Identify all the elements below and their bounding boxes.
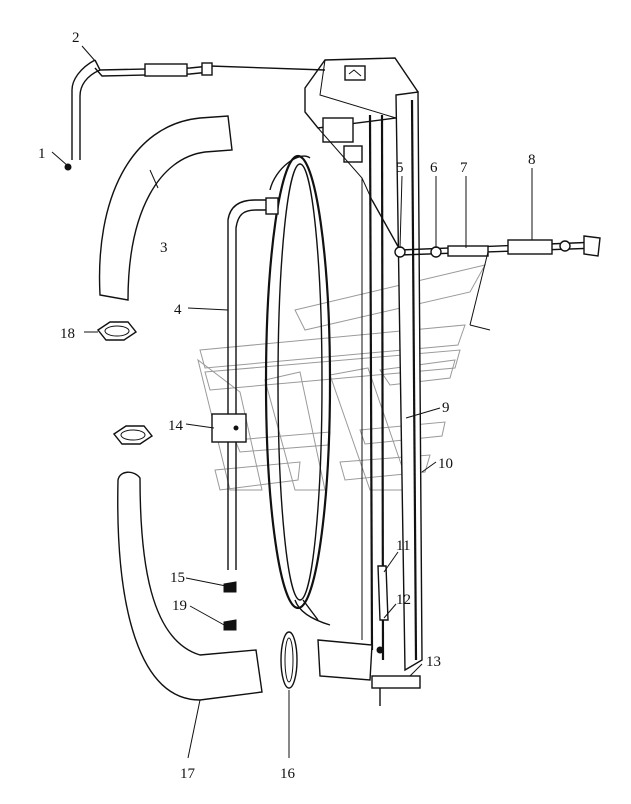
- callout-18: 18: [60, 326, 75, 342]
- upper-hose-clamp: [96, 321, 138, 341]
- callout-13: 13: [426, 654, 441, 670]
- pipe-bracket: [211, 413, 247, 443]
- hose-end-clamp: [64, 163, 72, 171]
- sensor-nut: [394, 246, 406, 258]
- callout-9: 9: [442, 400, 450, 416]
- callout-labels: 1 2 3 4 5 6 7 8 9 10 11 12 13 14 15 16 1…: [38, 30, 536, 782]
- callout-15: 15: [170, 570, 185, 586]
- callout-7: 7: [460, 160, 468, 176]
- callout-4: 4: [174, 302, 182, 318]
- hose-sleeve: [144, 63, 188, 77]
- callout-19: 19: [172, 598, 187, 614]
- bolt-15: [223, 581, 237, 593]
- leader-lines: [51, 45, 533, 759]
- callout-17: 17: [180, 766, 196, 782]
- callout-5: 5: [396, 160, 404, 176]
- upper-hose: [98, 115, 233, 301]
- seal-ring: [280, 631, 298, 689]
- bottom-outlet: [317, 639, 373, 681]
- fan-shroud-ring: [264, 154, 332, 610]
- lower-hose: [117, 471, 263, 701]
- callout-14: 14: [168, 418, 184, 434]
- sensor-line: [371, 199, 601, 331]
- vent-pipe-fitting: [265, 197, 279, 215]
- callout-1: 1: [38, 146, 46, 162]
- lower-fittings: [376, 565, 389, 654]
- overflow-hose: [64, 59, 326, 171]
- hose-clip: [201, 62, 213, 76]
- sensor-body: [447, 245, 489, 257]
- callout-8: 8: [528, 152, 536, 168]
- bolt-19: [223, 619, 237, 631]
- callout-3: 3: [160, 240, 168, 256]
- radiator-assembly: [264, 57, 423, 706]
- callout-10: 10: [438, 456, 453, 472]
- bottom-mount: [371, 675, 421, 689]
- lower-bracket: [377, 565, 389, 621]
- filler-cap-bracket: [344, 65, 366, 81]
- sensor-extension: [507, 239, 553, 255]
- vent-pipe: [211, 197, 279, 570]
- radiator-cap: [322, 117, 354, 143]
- callout-6: 6: [430, 160, 438, 176]
- callout-12: 12: [396, 592, 411, 608]
- sensor-washer: [430, 246, 442, 258]
- overflow-fitting: [343, 145, 363, 163]
- callout-2: 2: [72, 30, 80, 46]
- callout-16: 16: [280, 766, 296, 782]
- lower-hose-clamp: [112, 425, 154, 445]
- callout-11: 11: [396, 538, 410, 554]
- side-frame: [395, 91, 423, 672]
